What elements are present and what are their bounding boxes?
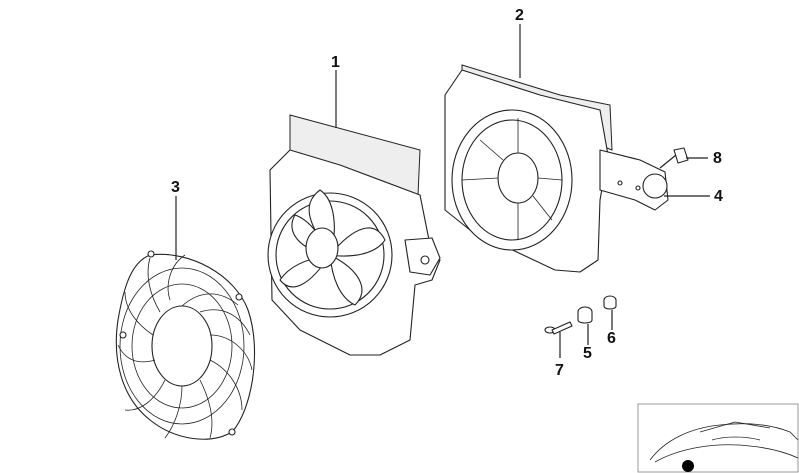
rubber-mount-5	[577, 306, 593, 324]
callout-2: 2	[515, 7, 524, 24]
electric-fan-assembly	[267, 114, 441, 356]
location-marker-icon	[682, 460, 694, 472]
screw	[544, 321, 573, 335]
rubber-mount-6	[603, 295, 617, 310]
callout-5: 5	[583, 345, 592, 362]
leader-lines	[175, 24, 710, 358]
callout-4: 4	[714, 188, 723, 205]
fan-shroud	[444, 64, 613, 273]
callout-3: 3	[171, 179, 180, 196]
callout-6: 6	[607, 330, 616, 347]
callout-8: 8	[713, 150, 722, 167]
clip-nut	[673, 147, 689, 164]
vehicle-thumbnail	[637, 403, 799, 473]
fan-grille	[115, 250, 256, 440]
callout-1: 1	[331, 54, 340, 71]
callout-7: 7	[555, 362, 564, 379]
mounting-bracket	[599, 149, 669, 211]
